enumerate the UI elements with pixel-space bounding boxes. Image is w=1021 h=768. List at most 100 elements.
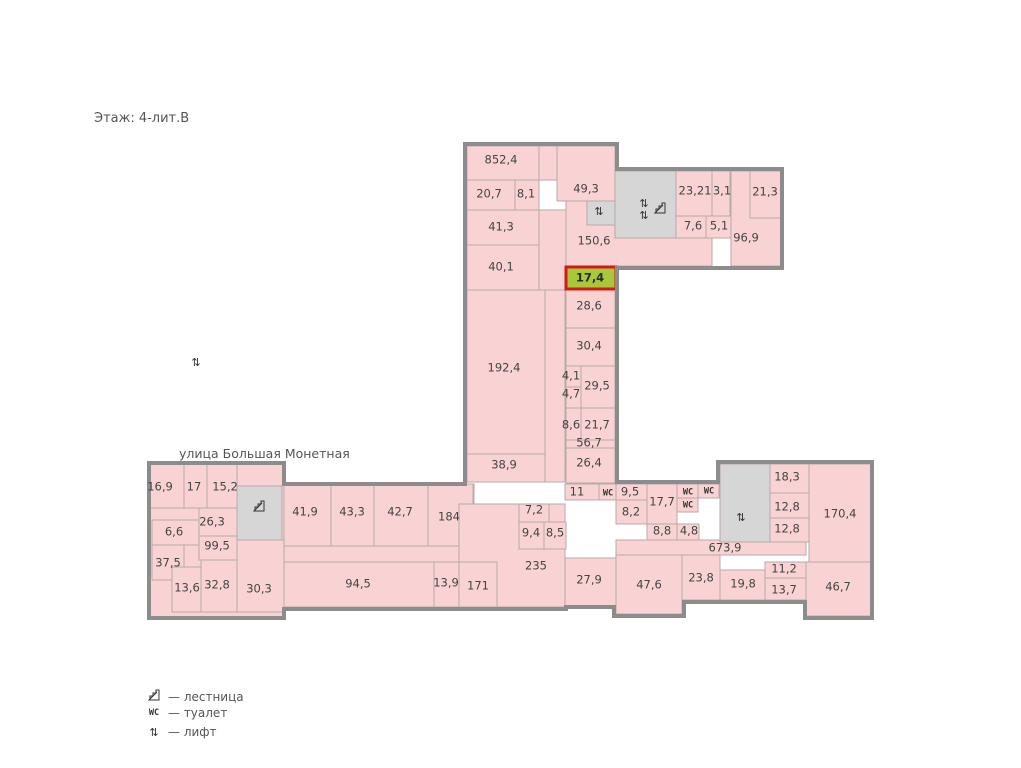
label-401: 40,1 bbox=[488, 260, 514, 274]
room-128b[interactable] bbox=[769, 517, 810, 543]
label-1506: 150,6 bbox=[578, 234, 611, 248]
room-81a[interactable] bbox=[514, 179, 540, 211]
room-263[interactable] bbox=[198, 507, 238, 537]
room-169[interactable] bbox=[149, 463, 185, 509]
label-85: 8,5 bbox=[546, 526, 564, 540]
room-476[interactable] bbox=[615, 554, 683, 615]
room-852-corridor bbox=[538, 145, 558, 181]
lift-icon: ⇅ bbox=[736, 511, 745, 524]
legend-lift: ⇅ — лифт bbox=[146, 725, 217, 739]
label-112: 11,2 bbox=[771, 562, 797, 576]
lift-icon: ⇅ bbox=[639, 209, 648, 222]
label-493: 49,3 bbox=[573, 182, 599, 196]
label-304: 30,4 bbox=[576, 339, 602, 353]
label-6739: 673,9 bbox=[709, 541, 742, 555]
room-401[interactable] bbox=[466, 244, 540, 291]
label-264: 26,4 bbox=[576, 456, 602, 470]
room-6739[interactable] bbox=[615, 539, 807, 556]
outer-wall bbox=[147, 142, 874, 620]
label-389: 38,9 bbox=[491, 458, 517, 472]
room-183[interactable] bbox=[769, 463, 810, 494]
room-286[interactable] bbox=[565, 289, 616, 329]
label-66: 6,6 bbox=[165, 525, 183, 539]
label-238: 23,8 bbox=[688, 571, 714, 585]
label-41: 4,1 bbox=[562, 369, 580, 383]
bottom-wing bbox=[149, 463, 872, 619]
wc-3 bbox=[676, 497, 699, 513]
room-128a[interactable] bbox=[769, 492, 810, 519]
label-177: 17,7 bbox=[649, 495, 675, 509]
label-945: 94,5 bbox=[345, 577, 371, 591]
stairs-icon bbox=[653, 202, 666, 214]
room-238[interactable] bbox=[681, 554, 721, 601]
label-969: 96,9 bbox=[733, 231, 759, 245]
label-136: 13,6 bbox=[174, 581, 200, 595]
room-264[interactable] bbox=[565, 447, 616, 484]
room-labels: 852,4 20,7 8,1 41,3 40,1 49,3 150,6 23,2… bbox=[147, 153, 856, 597]
floor-label: Этаж: 4-лит.В bbox=[94, 111, 190, 126]
label-295: 29,5 bbox=[584, 379, 610, 393]
label-171: 171 bbox=[467, 579, 489, 593]
label-137: 13,7 bbox=[771, 583, 797, 597]
label-433: 43,3 bbox=[339, 505, 365, 519]
legend-wc-label: — туалет bbox=[168, 706, 228, 720]
wc-icon: WC bbox=[683, 501, 693, 511]
stairs-icon bbox=[252, 500, 265, 512]
label-128a: 12,8 bbox=[774, 500, 800, 514]
label-198: 19,8 bbox=[730, 577, 756, 591]
room-152[interactable] bbox=[206, 463, 238, 509]
room-295[interactable] bbox=[580, 365, 616, 409]
label-17: 17 bbox=[187, 480, 202, 494]
label-94: 9,4 bbox=[522, 526, 540, 540]
room-198[interactable] bbox=[719, 569, 766, 601]
label-279: 27,9 bbox=[576, 573, 602, 587]
room-945[interactable] bbox=[283, 561, 435, 608]
room-1704[interactable] bbox=[808, 463, 872, 563]
room-303[interactable] bbox=[236, 539, 285, 613]
label-303: 30,3 bbox=[246, 582, 272, 596]
room-177[interactable] bbox=[646, 483, 678, 525]
label-567: 56,7 bbox=[576, 436, 602, 450]
label-419: 41,9 bbox=[292, 505, 318, 519]
label-375: 37,5 bbox=[155, 556, 181, 570]
street-label: улица Большая Монетная bbox=[179, 446, 350, 461]
room-85[interactable] bbox=[543, 521, 567, 550]
room-82[interactable] bbox=[615, 499, 648, 525]
legend-lift-label: — лифт bbox=[168, 725, 217, 739]
label-11: 11 bbox=[570, 485, 585, 499]
room-304[interactable] bbox=[565, 327, 616, 367]
label-169: 16,9 bbox=[147, 480, 173, 494]
room-136[interactable] bbox=[171, 566, 202, 613]
label-995: 99,5 bbox=[204, 539, 230, 553]
room-279[interactable] bbox=[564, 557, 617, 607]
label-235: 235 bbox=[525, 559, 547, 573]
room-328[interactable] bbox=[200, 559, 238, 613]
room-389[interactable] bbox=[466, 453, 546, 483]
label-1704: 170,4 bbox=[824, 507, 857, 521]
room-427[interactable] bbox=[373, 483, 429, 547]
central-wing bbox=[466, 145, 782, 484]
label-82: 8,2 bbox=[622, 505, 640, 519]
lift-shaft-1 bbox=[586, 200, 616, 226]
stairs-icon bbox=[146, 689, 162, 704]
label-76: 7,6 bbox=[684, 219, 702, 233]
label-128b: 12,8 bbox=[774, 522, 800, 536]
stairs-west bbox=[236, 485, 283, 541]
corridor-upper bbox=[538, 209, 567, 291]
room-1924[interactable] bbox=[466, 289, 546, 455]
wc-icon: WC bbox=[148, 708, 160, 718]
label-152: 15,2 bbox=[212, 480, 238, 494]
label-184: 184 bbox=[438, 510, 460, 524]
label-263: 26,3 bbox=[199, 515, 225, 529]
room-493[interactable] bbox=[556, 145, 616, 202]
room-467[interactable] bbox=[805, 561, 872, 617]
label-413: 41,3 bbox=[488, 220, 514, 234]
label-328: 32,8 bbox=[204, 578, 230, 592]
wc-icon: WC bbox=[603, 489, 613, 499]
lift-shaft-2 bbox=[719, 463, 771, 543]
corridor-central bbox=[544, 289, 566, 483]
label-174: 17,4 bbox=[576, 271, 604, 285]
room-213[interactable] bbox=[749, 170, 782, 219]
room-171[interactable] bbox=[458, 561, 498, 608]
